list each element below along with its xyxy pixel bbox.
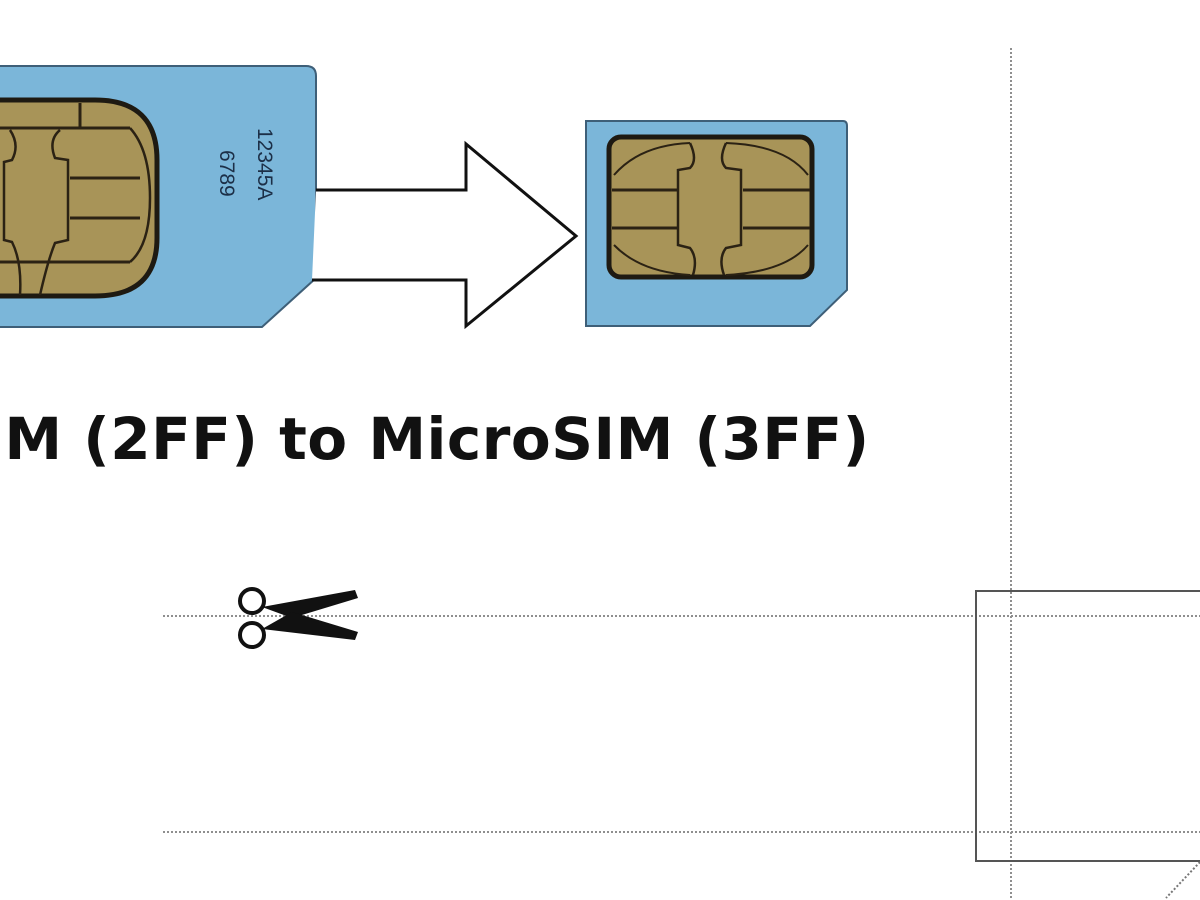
- sim-number-line-1: 12345A: [253, 128, 276, 201]
- right-arrow: [312, 140, 579, 330]
- scissors-icon: [238, 587, 358, 649]
- source-sim-card: [0, 65, 317, 328]
- cut-template-outline: [975, 590, 1200, 862]
- sim-number-line-2: 6789: [215, 150, 238, 197]
- template-corner-diagonal: [1165, 861, 1200, 899]
- source-sim-chip: [0, 97, 160, 299]
- target-sim-card: [585, 120, 848, 327]
- target-sim-chip: [606, 134, 815, 280]
- diagram-title: SIM (2FF) to MicroSIM (3FF): [0, 405, 870, 473]
